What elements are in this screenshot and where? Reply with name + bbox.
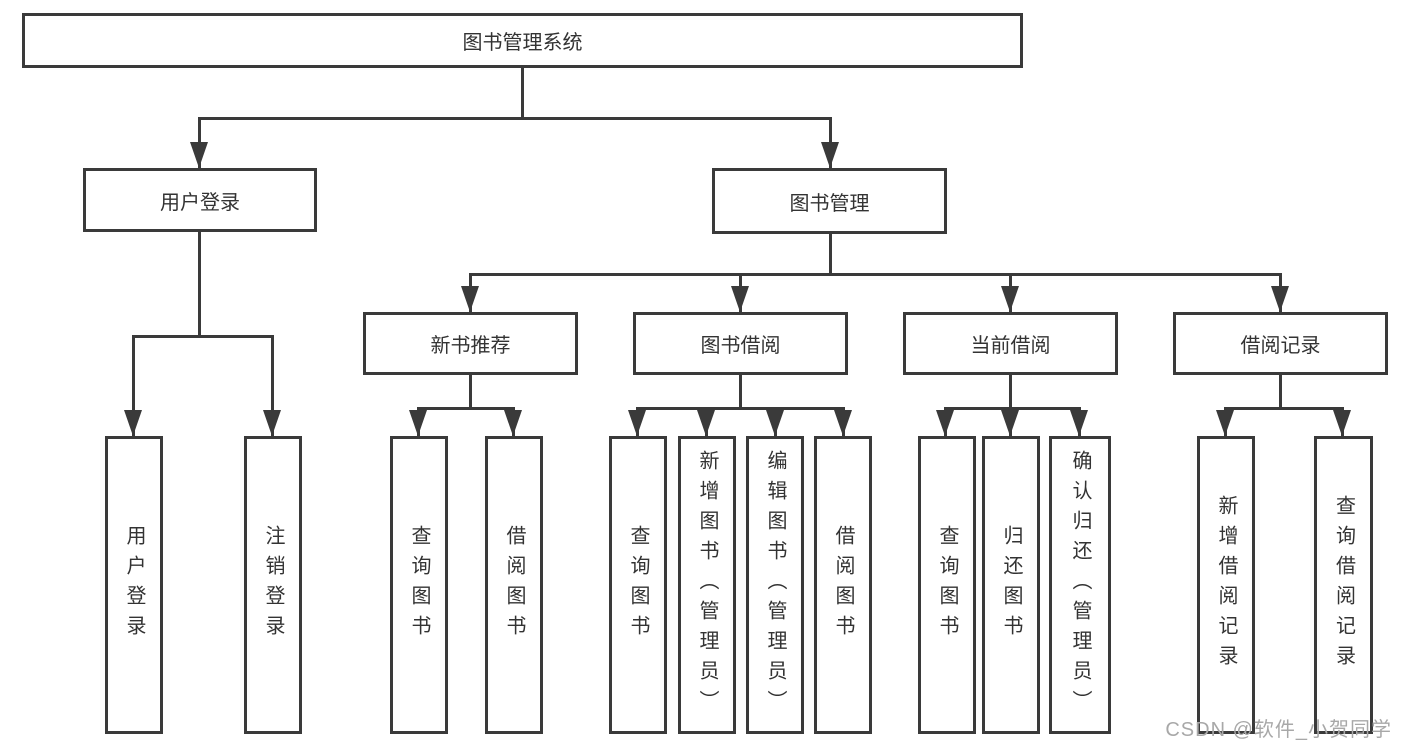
leaf-confirm-return-admin: 确认归还（管理员） [1049,436,1111,734]
arrowhead-down-icon [461,286,479,312]
arrowhead-down-icon [766,410,784,436]
connector-line [417,407,515,410]
arrowhead-down-icon [936,410,954,436]
arrowhead-down-icon [821,142,839,168]
leaf-label: 新增借阅记录 [1215,495,1237,675]
arrowhead-down-icon [1271,286,1289,312]
arrowhead-down-icon [1001,410,1019,436]
leaf-borrow-books-recommend: 借阅图书 [485,436,543,734]
leaf-label: 借阅图书 [503,525,525,645]
node-user-login: 用户登录 [83,168,317,232]
arrowhead-down-icon [628,410,646,436]
connector-line [636,407,845,410]
leaf-label: 借阅图书 [832,525,854,645]
connector-line [271,335,274,436]
leaf-label: 查询借阅记录 [1332,495,1355,675]
node-book-borrowing: 图书借阅 [633,312,848,375]
node-book-management: 图书管理 [712,168,947,234]
node-library-system: 图书管理系统 [22,13,1023,68]
leaf-label: 归还图书 [1000,525,1022,645]
connector-line [132,335,135,436]
leaf-borrow-books-borrowing: 借阅图书 [814,436,872,734]
connector-line [739,375,742,408]
connector-line [1279,375,1282,408]
leaf-label: 用户登录 [123,525,145,645]
leaf-query-borrow-record: 查询借阅记录 [1314,436,1373,734]
arrowhead-down-icon [834,410,852,436]
node-current-borrowing: 当前借阅 [903,312,1118,375]
leaf-logout: 注销登录 [244,436,302,734]
node-borrow-records: 借阅记录 [1173,312,1388,375]
connector-line [944,407,1081,410]
arrowhead-down-icon [731,286,749,312]
connector-line [829,234,832,273]
leaf-user-login: 用户登录 [105,436,163,734]
arrowhead-down-icon [504,410,522,436]
leaf-label: 查询图书 [627,525,649,645]
connector-line [198,117,832,120]
leaf-edit-book-admin: 编辑图书（管理员） [746,436,804,734]
arrowhead-down-icon [190,142,208,168]
connector-line [198,232,201,335]
leaf-label: 查询图书 [408,525,430,645]
leaf-query-books-borrowing: 查询图书 [609,436,667,734]
connector-line [132,335,274,338]
leaf-label: 编辑图书（管理员） [764,450,786,720]
arrowhead-down-icon [409,410,427,436]
connector-line [1224,407,1344,410]
arrowhead-down-icon [1001,286,1019,312]
connector-line [469,375,472,408]
leaf-add-borrow-record: 新增借阅记录 [1197,436,1255,734]
arrowhead-down-icon [263,410,281,436]
node-new-book-recommend: 新书推荐 [363,312,578,375]
leaf-label: 新增图书（管理员） [696,450,718,720]
leaf-label: 确认归还（管理员） [1069,450,1091,720]
leaf-label: 查询图书 [936,525,958,645]
connector-line [521,68,524,117]
leaf-query-books-recommend: 查询图书 [390,436,448,734]
arrowhead-down-icon [1333,410,1351,436]
leaf-return-book: 归还图书 [982,436,1040,734]
csdn-watermark: CSDN @软件_小贺同学 [1165,719,1392,741]
arrowhead-down-icon [1216,410,1234,436]
leaf-add-book-admin: 新增图书（管理员） [678,436,736,734]
arrowhead-down-icon [1070,410,1088,436]
arrowhead-down-icon [124,410,142,436]
leaf-label: 注销登录 [262,525,284,645]
leaf-query-books-current: 查询图书 [918,436,976,734]
connector-line [469,273,1282,276]
connector-line [1009,375,1012,408]
arrowhead-down-icon [697,410,715,436]
